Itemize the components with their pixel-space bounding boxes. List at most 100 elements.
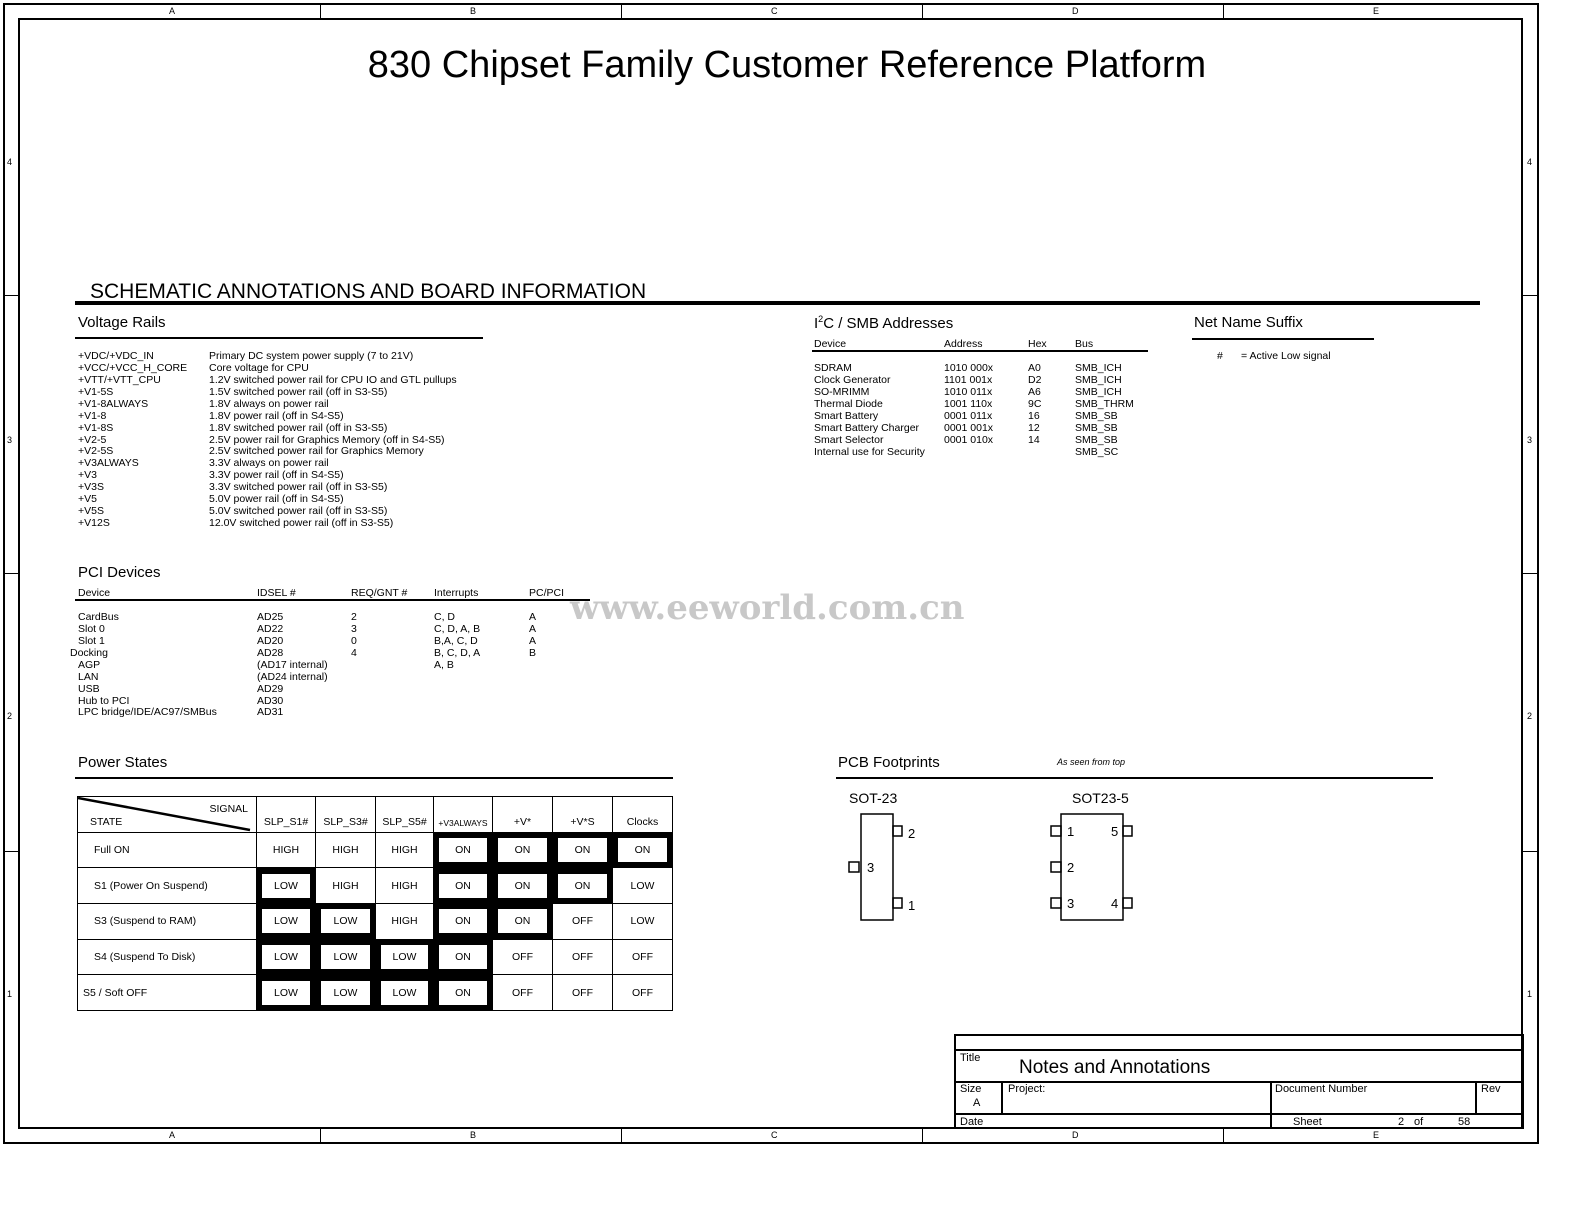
- zone-row-label: 4: [7, 157, 13, 167]
- rail-description: 5.0V switched power rail (off in S3-S5): [209, 505, 388, 518]
- pci-heading: PCI Devices: [78, 564, 161, 581]
- smb-cell: Smart Battery Charger: [814, 421, 920, 434]
- voltage-rails-heading: Voltage Rails: [78, 314, 166, 331]
- signal-cell: LOW: [256, 903, 316, 940]
- rail-name: +V3ALWAYS: [78, 457, 139, 470]
- zone-row-label: 2: [7, 711, 13, 721]
- smb-cell: Smart Battery: [814, 409, 879, 422]
- section-heading: SCHEMATIC ANNOTATIONS AND BOARD INFORMAT…: [90, 280, 647, 303]
- signal-value: ON: [439, 838, 487, 863]
- rail-name: +V2-5S: [78, 445, 114, 458]
- smb-cell: Smart Selector: [814, 433, 884, 446]
- zone-tick: [621, 1128, 622, 1143]
- signal-value: ON: [498, 873, 547, 898]
- zone-tick: [320, 1128, 321, 1143]
- zone-col-label: A: [169, 6, 176, 16]
- rail-description: 12.0V switched power rail (off in S3-S5): [209, 517, 394, 529]
- signal-cell: ON: [552, 831, 613, 869]
- zone-tick: [1223, 3, 1224, 18]
- column-label: SLP_S1#: [263, 815, 309, 828]
- state-label: Full ON: [94, 844, 130, 857]
- smb-heading: I2C / SMB Addresses: [814, 314, 953, 332]
- signal-cell: OFF: [612, 938, 673, 976]
- zone-tick: [922, 1128, 923, 1143]
- zone-row-label: 4: [1527, 157, 1533, 167]
- zone-tick: [1522, 573, 1538, 574]
- rail-name: +V5: [78, 493, 97, 506]
- signal-value: OFF: [572, 986, 593, 999]
- watermark: www.eeworld.com.cn: [570, 588, 965, 628]
- signal-cell: HIGH: [256, 831, 316, 869]
- state-cell: S1 (Power On Suspend): [77, 867, 257, 905]
- sot23-pin-2: 2: [908, 826, 916, 841]
- pci-cell: 4: [351, 646, 357, 659]
- smb-cell: 0001 001x: [944, 421, 994, 434]
- power-states-column-header: +V*S: [552, 796, 613, 833]
- zone-col-label: B: [470, 1130, 477, 1140]
- pci-cell: (AD24 internal): [257, 670, 328, 683]
- state-cell: S3 (Suspend to RAM): [77, 903, 257, 940]
- signal-cell: LOW: [612, 903, 673, 940]
- pci-cell: A: [529, 634, 537, 647]
- pci-cell: Slot 0: [78, 622, 105, 635]
- state-cell: Full ON: [77, 831, 257, 869]
- signal-cell: HIGH: [315, 867, 376, 905]
- signal-cell: LOW: [375, 938, 434, 976]
- power-states-column-header: SLP_S3#: [315, 796, 376, 833]
- signal-cell: LOW: [315, 938, 376, 976]
- smb-column-header: Device: [814, 338, 847, 350]
- signal-cell: HIGH: [375, 867, 434, 905]
- smb-cell: 0001 011x: [944, 409, 993, 422]
- pci-cell: B,A, C, D: [434, 634, 478, 647]
- state-label: S3 (Suspend to RAM): [94, 915, 197, 928]
- zone-row-label: 3: [1527, 435, 1533, 445]
- smb-cell: 0001 010x: [944, 433, 994, 446]
- smb-cell: SMB_SB: [1075, 433, 1118, 446]
- date-label: Date: [960, 1116, 984, 1128]
- smb-heading-pre: I: [814, 315, 819, 332]
- smb-cell: SMB_SC: [1075, 445, 1119, 458]
- zone-row-label: 2: [1527, 711, 1533, 721]
- smb-column-header: Bus: [1075, 338, 1094, 350]
- zone-col-label: E: [1373, 6, 1380, 16]
- pci-rule: [75, 599, 590, 601]
- pci-cell: AD31: [257, 706, 284, 719]
- zone-col-label: E: [1373, 1130, 1380, 1140]
- signal-cell: OFF: [552, 974, 613, 1012]
- sot235-footprint: [1050, 813, 1133, 921]
- smb-cell: 1101 001x: [944, 373, 993, 386]
- zone-col-label: D: [1072, 6, 1079, 16]
- rail-description: 1.8V power rail (off in S4-S5): [209, 409, 344, 422]
- signal-value: LOW: [321, 945, 370, 970]
- zone-col-label: C: [771, 1130, 778, 1140]
- signal-cell: OFF: [552, 938, 613, 976]
- pci-cell: A, B: [434, 658, 454, 671]
- pci-cell: B: [529, 646, 537, 659]
- zone-col-label: B: [470, 6, 477, 16]
- signal-value: ON: [439, 873, 487, 898]
- document-number-label: Document Number: [1275, 1083, 1368, 1095]
- zone-tick: [3, 295, 18, 296]
- column-label: +V*S: [570, 815, 595, 828]
- smb-cell: A0: [1028, 362, 1041, 374]
- zone-tick: [1223, 1128, 1224, 1143]
- column-label: Clocks: [626, 815, 659, 828]
- smb-cell: D2: [1028, 373, 1042, 386]
- zone-tick: [3, 573, 18, 574]
- signal-value: LOW: [630, 915, 655, 928]
- sot23-footprint: [848, 813, 903, 921]
- signal-value: HIGH: [391, 844, 418, 857]
- pci-cell: AD20: [257, 634, 284, 647]
- signal-cell: HIGH: [315, 831, 376, 869]
- sheet-number: 2: [1398, 1116, 1405, 1128]
- size-value: A: [973, 1097, 981, 1109]
- signal-cell: HIGH: [375, 831, 434, 869]
- signal-value: LOW: [262, 945, 310, 970]
- signal-value: ON: [498, 909, 547, 934]
- signal-value: ON: [439, 909, 487, 934]
- rail-description: Primary DC system power supply (7 to 21V…: [209, 350, 414, 362]
